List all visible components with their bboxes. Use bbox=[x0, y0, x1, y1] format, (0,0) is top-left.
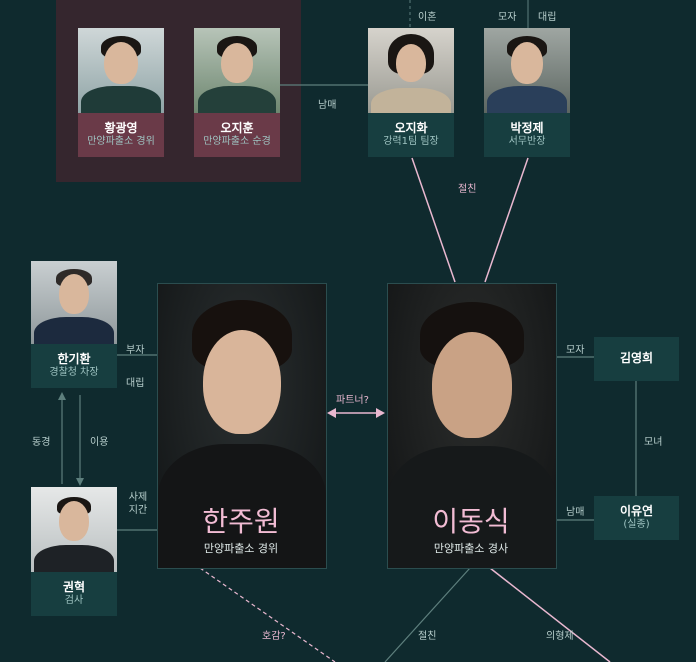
nameplate-kwon: 권혁 검사 bbox=[31, 572, 117, 616]
portrait-kwon bbox=[31, 487, 117, 572]
rel-private-life: 사제 지간 bbox=[128, 492, 148, 516]
nameplate-han-gi: 한기환 경찰청 차장 bbox=[31, 344, 117, 388]
name-kim: 김영희 bbox=[619, 351, 654, 365]
nameplate-lee-yuyeon: 이유연 (실종) bbox=[594, 496, 679, 540]
portrait-oh-jihun bbox=[194, 28, 280, 113]
nameplate-kim: 김영희 bbox=[594, 337, 679, 381]
rel-sworn-brothers: 의형제 bbox=[546, 631, 574, 642]
name-oh-jihwa: 오지화 bbox=[394, 121, 428, 135]
name-han-gi: 한기환 bbox=[57, 352, 91, 366]
name-lee-dongsik: 이동식 bbox=[432, 505, 510, 538]
role-hwang: 만양파출소 경위 bbox=[87, 136, 155, 147]
role-lee-yuyeon: (실종) bbox=[623, 519, 650, 530]
name-lee-yuyeon: 이유연 bbox=[619, 504, 654, 518]
name-han-juwon: 한주원 bbox=[202, 505, 280, 538]
nameplate-oh-jihun: 오지훈 만양파출소 순경 bbox=[194, 113, 280, 157]
rel-conflict-left: 대립 bbox=[126, 378, 145, 389]
rel-mother-son-top: 모자 bbox=[498, 12, 517, 23]
rel-siblings-right: 남매 bbox=[566, 507, 585, 518]
role-oh-jihun: 만양파출소 순경 bbox=[203, 136, 271, 147]
rel-friends-bottom: 절친 bbox=[418, 631, 437, 642]
portrait-hwang bbox=[78, 28, 164, 113]
name-kwon: 권혁 bbox=[62, 580, 86, 594]
role-lee-dongsik: 만양파출소 경사 bbox=[433, 542, 509, 555]
role-kwon: 검사 bbox=[64, 595, 84, 606]
role-han-juwon: 만양파출소 경위 bbox=[203, 542, 279, 555]
portrait-oh-jihwa bbox=[368, 28, 454, 113]
rel-partner: 파트너? bbox=[336, 395, 369, 406]
rel-divorce: 이혼 bbox=[418, 12, 437, 23]
portrait-han-juwon bbox=[157, 283, 327, 569]
rel-crush: 호감? bbox=[262, 631, 286, 642]
rel-mother-daughter: 모녀 bbox=[644, 437, 663, 448]
rel-mother-son-right: 모자 bbox=[566, 345, 585, 356]
role-han-gi: 경찰청 차장 bbox=[49, 367, 99, 378]
name-park: 박정제 bbox=[510, 121, 544, 135]
portrait-park bbox=[484, 28, 570, 113]
portrait-han-gi bbox=[31, 261, 117, 344]
nameplate-oh-jihwa: 오지화 강력1팀 팀장 bbox=[368, 113, 454, 157]
rel-father-son: 부자 bbox=[126, 345, 145, 356]
nameplate-park: 박정제 서무반장 bbox=[484, 113, 570, 157]
role-park: 서무반장 bbox=[508, 136, 546, 147]
role-oh-jihwa: 강력1팀 팀장 bbox=[383, 136, 439, 147]
rel-siblings-top: 남매 bbox=[318, 100, 337, 111]
name-hwang: 황광영 bbox=[104, 121, 138, 135]
rel-use: 이용 bbox=[90, 437, 109, 448]
nameplate-hwang: 황광영 만양파출소 경위 bbox=[78, 113, 164, 157]
rel-conflict-top: 대립 bbox=[538, 12, 557, 23]
rel-colleague: 동경 bbox=[32, 437, 51, 448]
portrait-lee-dongsik bbox=[387, 283, 557, 569]
name-oh-jihun: 오지훈 bbox=[220, 121, 254, 135]
rel-friends-top: 절친 bbox=[458, 184, 477, 195]
